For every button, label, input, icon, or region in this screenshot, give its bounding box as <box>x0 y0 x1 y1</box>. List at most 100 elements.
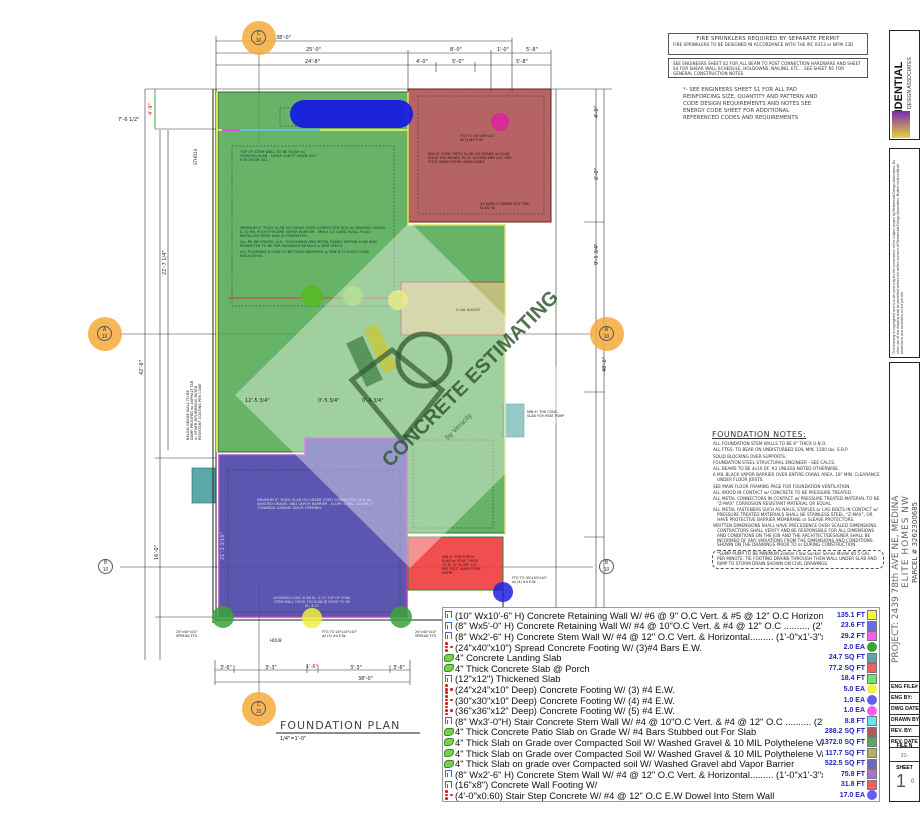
legend-quantity: 8.8 FT <box>844 717 865 725</box>
retaining-wall-highlight[interactable] <box>290 100 413 128</box>
legend-row[interactable]: (4'-0"x0.60) Stair Step Concrete W/ #4 @… <box>443 790 879 801</box>
landing-slab-left[interactable] <box>191 467 216 504</box>
plan-scale: 1/4"=1'-0" <box>280 736 306 742</box>
note-top-stem: TOP OF STEM WALL TO BE FLUSH w/ FINISHED… <box>240 150 317 162</box>
legend-color-swatch[interactable] <box>867 652 877 663</box>
legend-color-swatch[interactable] <box>867 610 877 621</box>
dim-top-b: 5'-0" <box>452 59 464 65</box>
dim-left-b: 22'-7 1/4" <box>162 250 168 275</box>
legend-color-swatch[interactable] <box>867 758 877 769</box>
note-spread-left: 24"x40"x10" SPREAD FTG <box>176 630 198 638</box>
footing-24x24-marker[interactable] <box>343 286 363 306</box>
main-slab-note-stack: MINIMUM 4" THICK SLAB ON GRADE OVER COMP… <box>240 226 390 258</box>
legend-row[interactable]: (24"x24"x10" Deep) Concrete Footing W/ (… <box>443 684 879 695</box>
legend-color-swatch[interactable] <box>867 769 877 780</box>
legend-color-swatch[interactable] <box>867 726 877 737</box>
legend-label: 4" Concrete Landing Slab <box>455 652 562 664</box>
wall-measure-icon <box>443 674 455 684</box>
legend-row[interactable]: (24"x40"x10") Spread Concrete Footing W/… <box>443 642 879 653</box>
footing-36x36-marker[interactable] <box>491 113 509 131</box>
legend-row[interactable]: (30"x30"x10" Deep) Concrete Footing W/ (… <box>443 695 879 706</box>
legend-color-swatch[interactable] <box>867 631 877 642</box>
takeoff-legend[interactable]: (10" Wx10'-6" H) Concrete Retaining Wall… <box>442 607 880 802</box>
dim-top-left-inner: 24'-8" <box>305 59 320 65</box>
legend-color-swatch[interactable] <box>867 705 877 716</box>
legend-color-swatch[interactable] <box>867 620 877 631</box>
foundation-note-item: ALL METAL CONNECTORS IN CONTACT w/ PRESS… <box>713 496 880 506</box>
dim-top-overall: 38'-0" <box>276 35 291 41</box>
legend-color-swatch[interactable] <box>867 790 877 801</box>
title-block-row: ENG FILE# <box>890 682 919 693</box>
legend-color-swatch[interactable] <box>867 748 877 759</box>
legend-row[interactable]: (16"x8") Concrete Wall Footing W/31.8 FT <box>443 779 879 791</box>
legend-color-swatch[interactable] <box>867 737 877 748</box>
marker-sheet: 10 <box>102 567 109 573</box>
foundation-note-item: SEE MAIN FLOOR FRAMING PAGE FOR FOUNDATI… <box>713 483 850 489</box>
spread-footing-marker-left[interactable] <box>212 606 234 628</box>
note-garage-slab: MINIMUM 4" THICK SLAB ON GRADE OVER COMP… <box>257 498 374 510</box>
legend-label: (16"x8") Concrete Wall Footing W/ <box>455 779 598 791</box>
note-spread-right: 24"x40"x10" SPREAD FTG <box>415 630 437 638</box>
wall-measure-icon <box>443 769 455 779</box>
legend-row[interactable]: 4" Thick Slab on Grade over Compacted So… <box>443 748 879 759</box>
bottom-dimension-lines <box>214 660 411 685</box>
note-hdu: HDU8 <box>270 638 282 643</box>
side-dimension-lines <box>144 89 605 660</box>
legend-color-swatch[interactable] <box>867 673 877 684</box>
legend-row[interactable]: (8" Wx5'-0" H) Concrete Retaining Wall W… <box>443 620 879 631</box>
legend-row[interactable]: (8" Wx2'-6" H) Concrete Stem Wall W/ #4 … <box>443 769 879 780</box>
dim-top-left: 25'-0" <box>306 47 321 53</box>
dim-top-c: 5'-8" <box>516 59 528 65</box>
title-block-row: DRAWN BY <box>890 715 919 726</box>
legend-row[interactable]: (8" Wx2'-6" H) Concrete Stem Wall W/ #4 … <box>443 631 879 642</box>
footing-24x24-marker[interactable] <box>301 285 323 307</box>
dim-left-a: 7'-6 1/2" <box>118 117 139 123</box>
legend-row[interactable]: (8" Wx3'-0"H) Stair Concrete Stem Wall W… <box>443 716 879 727</box>
porch-slab-region[interactable] <box>407 536 504 591</box>
area-measure-icon <box>443 663 455 673</box>
legend-row[interactable]: 4" Thick Slab on Grade over Compacted So… <box>443 737 879 748</box>
legend-label: 4" Thick Concrete Slab @ Porch <box>455 662 590 674</box>
footing-24x24-marker[interactable] <box>388 290 408 310</box>
legend-row[interactable]: 4" Thick Slab on grade over Compacted so… <box>443 758 879 769</box>
legend-color-swatch[interactable] <box>867 779 877 790</box>
heat-pump-slab[interactable] <box>502 403 525 438</box>
legend-quantity: 1372.0 SQ FT <box>821 738 865 746</box>
dim-bottom-overall: 38'-0" <box>358 676 373 682</box>
dim-left-c: 16'-0" <box>154 545 160 560</box>
legend-color-swatch[interactable] <box>867 695 877 706</box>
legend-color-swatch[interactable] <box>867 663 877 674</box>
fire-sprinkler-title: FIRE SPRINKLERS REQUIRED BY SEPARATE PER… <box>696 36 840 42</box>
legend-color-swatch[interactable] <box>867 684 877 695</box>
copyright-box: This drawing is copyrighted and is to be… <box>889 148 920 358</box>
title-block-row: DWG DATE <box>890 704 919 715</box>
legend-color-swatch[interactable] <box>867 716 877 727</box>
spread-footing-marker-right[interactable] <box>390 606 412 628</box>
marker-sheet: 10 <box>255 38 262 44</box>
legend-label: (30"x30"x10" Deep) Concrete Footing W/ (… <box>455 694 675 706</box>
patio-slab-region[interactable] <box>407 88 552 223</box>
count-measure-icon <box>443 642 455 652</box>
count-measure-icon <box>443 705 455 716</box>
footing-30x30-marker[interactable] <box>493 582 513 602</box>
title-block-row: REV. BY: <box>890 726 919 737</box>
area-measure-icon <box>443 748 455 758</box>
footing-24x24-marker[interactable] <box>302 608 322 628</box>
legend-row[interactable]: 4" Thick Concrete Patio Slab on Grade W/… <box>443 726 879 737</box>
legend-row[interactable]: (10" Wx10'-6" H) Concrete Retaining Wall… <box>443 610 879 621</box>
concrete-estimating-watermark: CONCRETE ESTIMATING by Veracity <box>235 222 585 568</box>
foundation-note-item: SOLID BLOCKING OVER SUPPORTS. <box>713 453 787 459</box>
legend-row[interactable]: (36"x36"x12" Deep) Concrete Footing W/ (… <box>443 705 879 716</box>
legend-color-swatch[interactable] <box>867 642 877 653</box>
